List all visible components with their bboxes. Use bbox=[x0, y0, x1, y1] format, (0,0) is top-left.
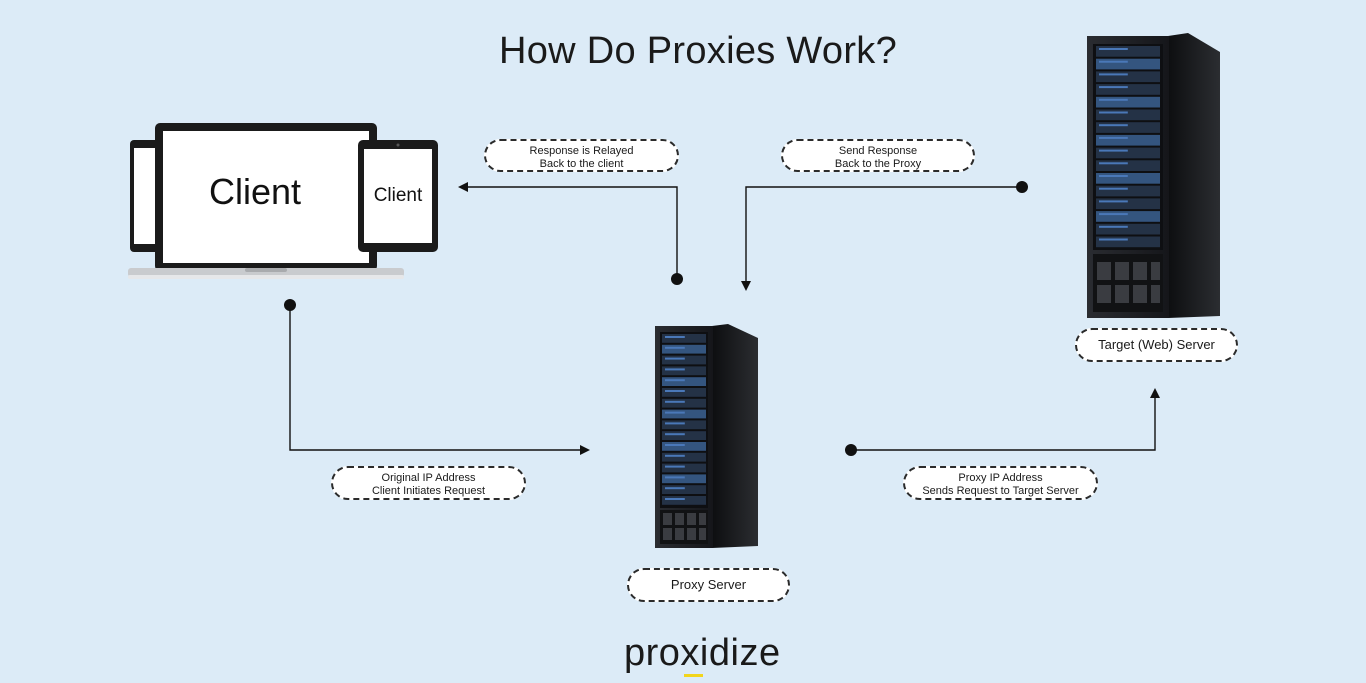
rack-unit bbox=[1096, 134, 1160, 146]
proxidize-logo: proxidize bbox=[624, 632, 781, 674]
label-target-server: Target (Web) Server bbox=[1075, 328, 1238, 362]
rack-unit bbox=[1096, 211, 1160, 222]
rack-unit bbox=[662, 420, 706, 430]
rack-unit bbox=[662, 366, 706, 376]
rack-unit-light bbox=[1099, 162, 1128, 165]
rack-unit-light bbox=[665, 465, 685, 468]
rack-unit-light bbox=[665, 400, 685, 403]
label-original-ip: Original IP Address Client Initiates Req… bbox=[331, 466, 526, 500]
rack-unit-light bbox=[1099, 136, 1128, 139]
rack-unit bbox=[1096, 147, 1160, 159]
label-response-relayed-line2: Back to the client bbox=[539, 158, 624, 170]
rack-unit bbox=[662, 409, 706, 419]
rack-unit-light bbox=[665, 336, 685, 338]
label-proxy-ip-line2: Sends Request to Target Server bbox=[922, 485, 1079, 497]
rack-unit bbox=[662, 344, 706, 354]
rack-unit-light bbox=[1099, 124, 1128, 127]
rack-unit-light bbox=[665, 476, 685, 479]
rack-unit-light bbox=[1099, 238, 1128, 241]
rack-unit-light bbox=[1099, 111, 1128, 114]
rack-unit-light bbox=[1099, 200, 1128, 203]
rack-unit-light bbox=[1099, 86, 1128, 89]
target-server-icon bbox=[1087, 33, 1220, 318]
label-send-response: Send Response Back to the Proxy bbox=[781, 139, 975, 172]
rack-unit-light bbox=[1099, 225, 1128, 228]
rack-unit-light bbox=[665, 390, 685, 392]
proxy-out-connection-dot bbox=[845, 444, 857, 456]
request-to-proxy-arrow bbox=[289, 305, 590, 455]
client-tablet-label: Client bbox=[374, 185, 423, 206]
rack-unit-light bbox=[665, 487, 685, 490]
rack-unit-light bbox=[665, 422, 685, 425]
rack-unit-light bbox=[665, 411, 685, 414]
logo-accent-underline bbox=[684, 674, 703, 677]
rack-unit bbox=[1096, 71, 1160, 83]
label-proxy-ip-line1: Proxy IP Address bbox=[958, 472, 1043, 484]
proxy-server-icon bbox=[655, 324, 758, 548]
rack-unit-light bbox=[665, 444, 685, 446]
rack-unit bbox=[1096, 198, 1160, 210]
rack-unit bbox=[662, 398, 706, 408]
rack-unit bbox=[662, 496, 706, 505]
client-connection-dot bbox=[284, 299, 296, 311]
rack-unit bbox=[1096, 185, 1160, 197]
rack-unit-light bbox=[665, 454, 685, 457]
rack-unit-light bbox=[665, 433, 685, 436]
label-proxy-ip: Proxy IP Address Sends Request to Target… bbox=[903, 466, 1098, 500]
label-proxy-server: Proxy Server bbox=[627, 568, 790, 602]
rack-unit-light bbox=[1099, 73, 1128, 76]
label-send-response-line2: Back to the Proxy bbox=[834, 158, 922, 170]
rack-unit-light bbox=[1099, 48, 1128, 50]
response-to-client-arrow bbox=[458, 182, 678, 279]
rack-unit bbox=[1096, 109, 1160, 121]
rack-unit bbox=[1096, 160, 1160, 171]
rack-unit bbox=[662, 334, 706, 343]
rack-unit-light bbox=[1099, 98, 1128, 101]
proxy-response-connection-dot bbox=[671, 273, 683, 285]
rack-unit bbox=[662, 388, 706, 397]
label-response-relayed: Response is Relayed Back to the client bbox=[484, 139, 679, 172]
rack-unit-light bbox=[1099, 60, 1128, 63]
rack-unit bbox=[662, 431, 706, 440]
rack-unit-light bbox=[1099, 175, 1128, 177]
rack-unit-light bbox=[665, 357, 685, 360]
rack-unit bbox=[662, 474, 706, 484]
rack-unit bbox=[1096, 173, 1160, 184]
rack-unit bbox=[662, 485, 706, 494]
label-response-relayed-line1: Response is Relayed bbox=[529, 145, 634, 157]
client-devices: Client Client bbox=[128, 123, 438, 279]
rack-unit-light bbox=[1099, 213, 1128, 216]
rack-unit bbox=[1096, 223, 1160, 235]
rack-unit bbox=[662, 377, 706, 386]
rack-unit bbox=[1096, 236, 1160, 248]
rack-unit-light bbox=[665, 379, 685, 382]
target-connection-dot bbox=[1016, 181, 1028, 193]
diagram-title: How Do Proxies Work? bbox=[498, 30, 898, 72]
rack-unit bbox=[662, 452, 706, 462]
rack-unit-light bbox=[665, 368, 685, 371]
label-original-ip-line2: Client Initiates Request bbox=[371, 485, 486, 497]
rack-unit-light bbox=[665, 346, 685, 349]
label-send-response-line1: Send Response bbox=[838, 145, 918, 157]
rack-unit bbox=[662, 442, 706, 451]
rack-unit-light bbox=[665, 498, 685, 500]
label-original-ip-line1: Original IP Address bbox=[381, 472, 476, 484]
rack-unit bbox=[1096, 46, 1160, 57]
request-to-target-arrow bbox=[851, 388, 1160, 451]
rack-unit bbox=[662, 355, 706, 365]
rack-unit-light bbox=[1099, 187, 1128, 190]
client-laptop-label: Client bbox=[209, 171, 301, 212]
rack-unit bbox=[1096, 122, 1160, 133]
rack-unit bbox=[662, 463, 706, 473]
rack-unit-light bbox=[1099, 149, 1128, 152]
rack-unit bbox=[1096, 96, 1160, 108]
rack-unit bbox=[1096, 84, 1160, 95]
response-to-proxy-arrow bbox=[741, 186, 1022, 291]
rack-unit bbox=[1096, 58, 1160, 70]
